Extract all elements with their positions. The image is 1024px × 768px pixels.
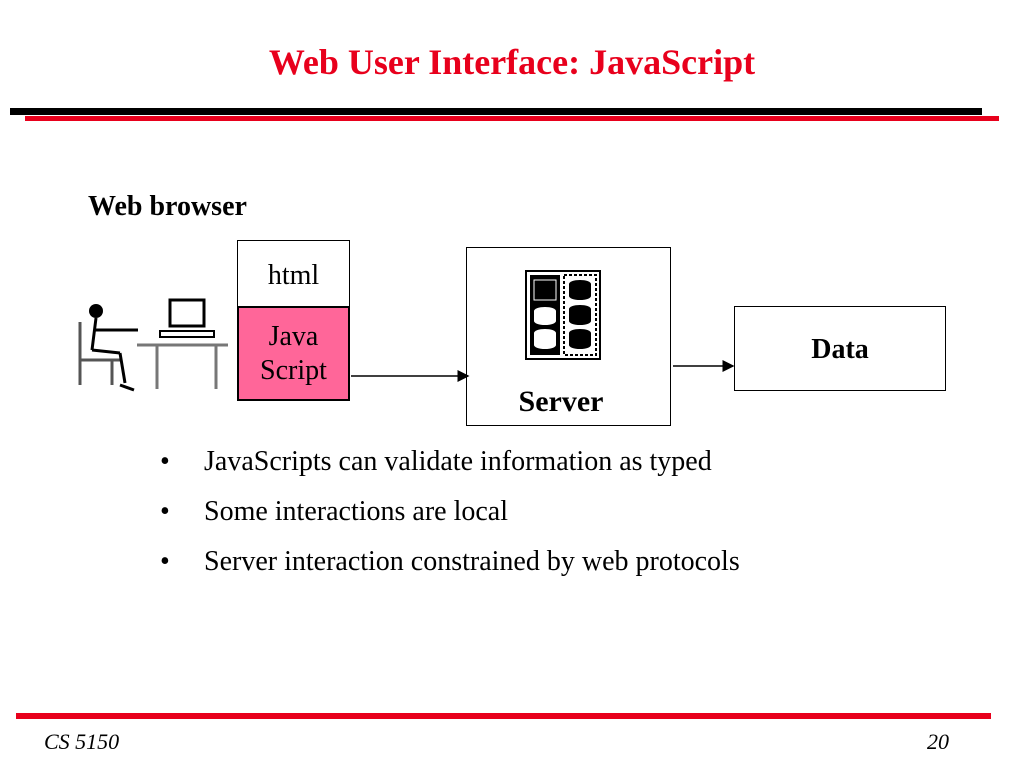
javascript-box: Java Script xyxy=(237,306,350,401)
data-box: Data xyxy=(734,306,946,391)
javascript-label-line1: Java xyxy=(268,321,319,352)
bullet-dot: • xyxy=(160,546,170,577)
bullet-text: Some interactions are local xyxy=(204,496,508,527)
html-box: html xyxy=(237,240,350,306)
footer-divider xyxy=(16,713,991,719)
bullet-text: Server interaction constrained by web pr… xyxy=(204,546,740,577)
bullet-item: • JavaScripts can validate information as… xyxy=(160,445,980,479)
bullet-list: • JavaScripts can validate information as… xyxy=(160,445,980,595)
bullet-item: • Server interaction constrained by web p… xyxy=(160,545,980,579)
slide-title: Web User Interface: JavaScript xyxy=(268,42,756,82)
title-divider-red xyxy=(25,116,999,121)
javascript-label-line2: Script xyxy=(260,355,327,386)
bullet-text: JavaScripts can validate information as … xyxy=(204,446,712,477)
bullet-item: • Some interactions are local xyxy=(160,495,980,529)
footer-page-number: 20 xyxy=(927,729,949,754)
web-browser-label: Web browser xyxy=(88,191,247,222)
title-divider-black xyxy=(10,108,982,115)
footer-course: CS 5150 xyxy=(44,729,120,754)
server-label: Server xyxy=(518,385,604,418)
bullet-dot: • xyxy=(160,496,170,527)
bullet-dot: • xyxy=(160,446,170,477)
